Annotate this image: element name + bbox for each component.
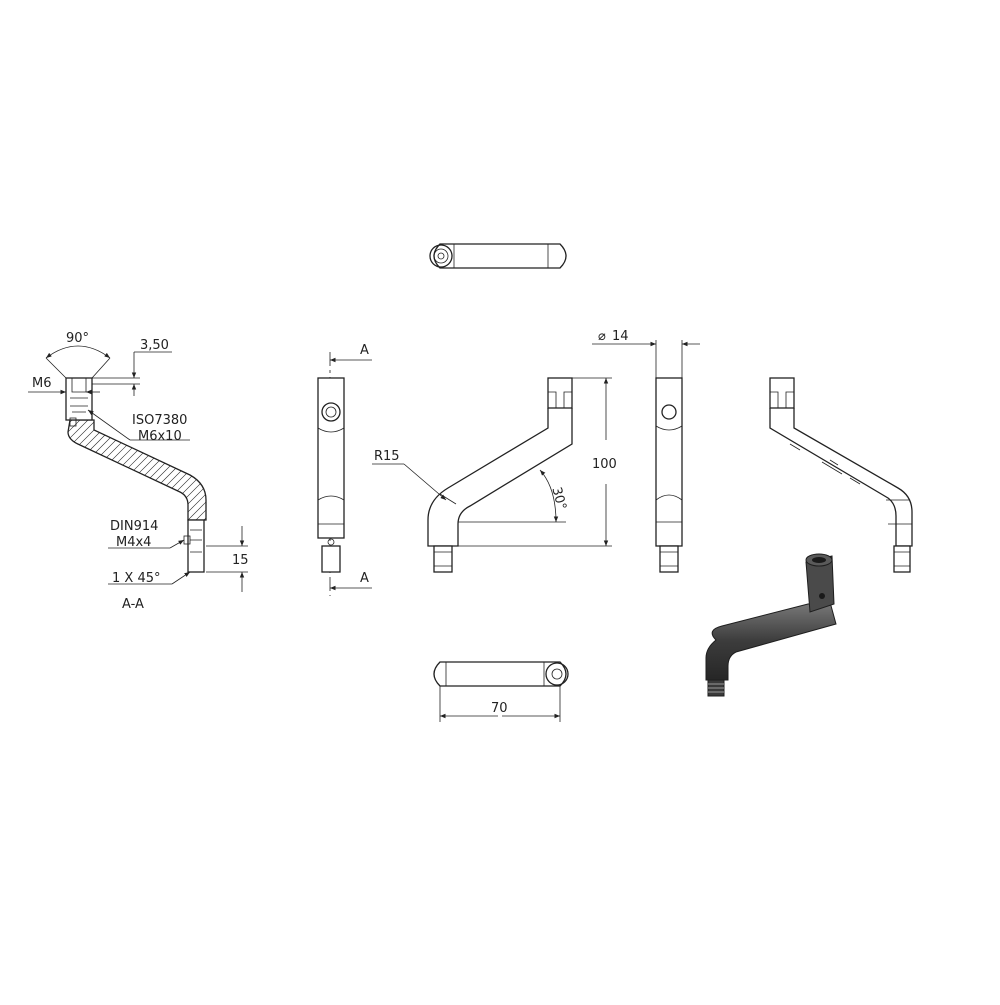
hatch-line [68, 420, 101, 520]
hatch-line [68, 420, 77, 520]
set-screw-std-label: ISO7380 [132, 413, 187, 428]
hatch-line [68, 420, 149, 520]
hatch-line [195, 420, 206, 520]
hatch-line [68, 420, 206, 520]
hatch-line [68, 420, 117, 520]
diameter-symbol: ⌀ [598, 329, 606, 344]
section-view-a-a: 90° 3,50 M6 ISO7380 M6x10 DIN914 M4x4 1 … [0, 331, 556, 612]
arm-angle-label: 30° [548, 485, 568, 511]
hatch-line [203, 420, 206, 520]
hatch-line [68, 420, 133, 520]
section-marker-top: A [360, 343, 369, 358]
hatch-line [284, 400, 484, 600]
rear-view [769, 377, 913, 573]
hatch-line [252, 400, 452, 600]
depth-countersink-label: 3,50 [140, 338, 169, 353]
offset-label: 70 [491, 701, 508, 716]
top-view [429, 243, 567, 269]
hatch-line [68, 420, 85, 520]
section-title: A-A [122, 597, 144, 612]
hatch-line [179, 420, 206, 520]
chamfer-label: 1 X 45° [112, 571, 160, 586]
side-view-section-line: A A [317, 343, 372, 596]
bottom-view: 70 [433, 661, 569, 722]
hatch-line [356, 400, 556, 600]
hatch-line [187, 420, 206, 520]
hatch-line [324, 400, 524, 600]
front-view: R15 30° 100 [372, 377, 617, 573]
hatch-line [68, 420, 109, 520]
hatch-line [68, 420, 69, 520]
hatch-line [99, 420, 206, 520]
hatch-line [0, 400, 60, 600]
section-body-outline [67, 419, 207, 521]
diameter-label: 14 [612, 329, 629, 344]
section-socket [65, 377, 93, 421]
bend-radius-label: R15 [374, 449, 400, 464]
section-stud [187, 519, 205, 573]
grub-screw-std-label: DIN914 [110, 519, 158, 534]
hatch-line [332, 400, 532, 600]
grub-screw-size-label: M4x4 [116, 535, 151, 550]
hatch-line [83, 420, 206, 520]
hatch-line [316, 400, 516, 600]
section-hatching [0, 400, 556, 600]
section-marker-bottom: A [360, 571, 369, 586]
hatch-line [68, 420, 125, 520]
thread-top-label: M6 [32, 376, 52, 391]
hatch-line [212, 400, 412, 600]
height-label: 100 [592, 457, 617, 472]
hatch-line [91, 420, 206, 520]
set-screw-size-label: M6x10 [138, 429, 182, 444]
angle-countersink-label: 90° [66, 331, 89, 346]
render-3d-crank-handle [705, 553, 837, 697]
hatch-line [260, 400, 460, 600]
stud-length-label: 15 [232, 553, 249, 568]
right-side-view: ⌀ 14 [592, 329, 700, 573]
